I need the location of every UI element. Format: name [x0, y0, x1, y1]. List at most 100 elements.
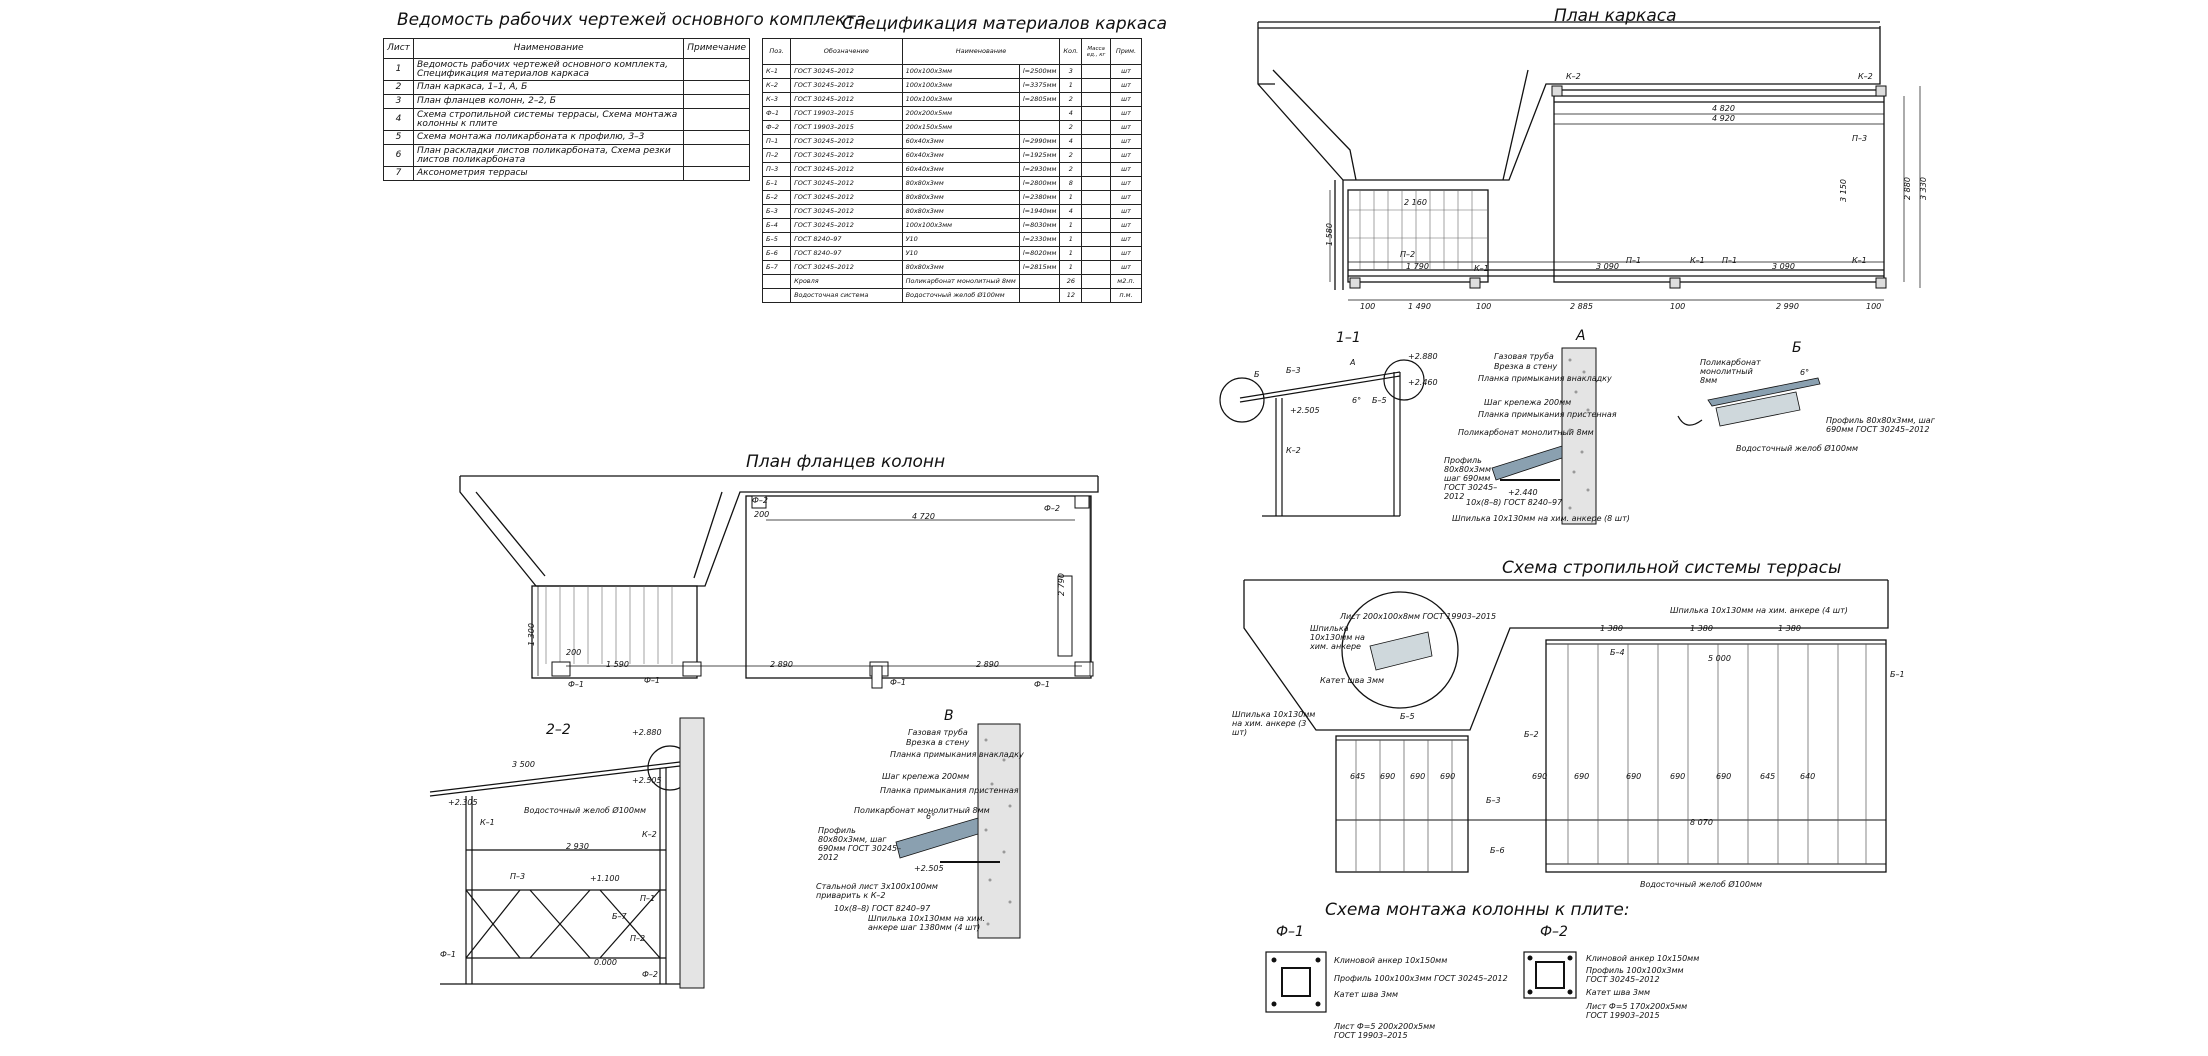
section-11-label: 1–1 — [1336, 330, 1361, 346]
spec-cell: Б–7 — [761, 260, 792, 275]
spec-cell — [1081, 134, 1112, 149]
rf-col-5: 690 — [1532, 772, 1548, 781]
spec-cell: l=3375мм — [1018, 78, 1061, 93]
fp-dim-bottom-7: 100 — [1866, 302, 1882, 311]
spec-cell: ГОСТ 30245–2012 — [790, 260, 903, 275]
spec-cell: l=2330мм — [1018, 232, 1061, 247]
col-note: Примечание — [683, 38, 750, 59]
spec-cell: 2 — [1059, 92, 1083, 107]
fp-dim-bottom-6: 2 990 — [1776, 302, 1799, 311]
spec-cell: К–3 — [761, 92, 792, 107]
spec-cell — [1081, 190, 1112, 205]
spec-cell: шт — [1110, 190, 1142, 205]
drawings-cell-name: Ведомость рабочих чертежей основного ком… — [412, 58, 685, 81]
rf-col-3: 690 — [1410, 772, 1426, 781]
drawings-cell-name: План каркаса, 1–1, А, Б — [412, 80, 685, 95]
flp-dim-5: 200 — [566, 648, 582, 657]
spec-cell — [1081, 106, 1112, 121]
s11-mark-3: +2.505 — [1290, 406, 1320, 415]
spec-cell: п.м. — [1110, 288, 1142, 303]
spec-cell: ГОСТ 30245–2012 — [790, 64, 903, 79]
f2-note-3: Катет шва 3мм — [1586, 988, 1651, 997]
dv-note-4: Шаг крепежа 200мм — [882, 772, 970, 781]
drawings-cell-n: 7 — [383, 166, 414, 181]
spec-cell: Б–4 — [761, 218, 792, 233]
dv-note-5: Планка примыкания пристенная — [880, 786, 1019, 795]
s11-mark-2: +2.460 — [1408, 378, 1438, 387]
rf-col-11: 640 — [1800, 772, 1816, 781]
spec-cell — [1081, 176, 1112, 191]
spec-cell: шт — [1110, 92, 1142, 107]
spec-cell: ГОСТ 30245–2012 — [790, 92, 903, 107]
drawings-cell-name: Аксонометрия террасы — [412, 166, 685, 181]
spec-cell — [761, 274, 792, 289]
dv-note-6: Поликарбонат монолитный 8мм — [854, 806, 990, 815]
spec-cell — [1081, 204, 1112, 219]
section-22-label: 2–2 — [546, 722, 571, 738]
fp-tag-5: К–1 — [1852, 256, 1867, 265]
spec-cell: ГОСТ 30245–2012 — [790, 148, 903, 163]
rf-col-2: 690 — [1380, 772, 1396, 781]
f1-note-1: Клиновой анкер 10х150мм — [1334, 956, 1448, 965]
spec-col-name: Наименование — [901, 38, 1061, 65]
fp-tag-9: П–3 — [1852, 134, 1868, 143]
spec-cell — [1018, 274, 1061, 289]
da-note-8: +2.440 — [1508, 488, 1538, 497]
spec-cell: Поликарбонат монолитный 8мм — [901, 274, 1020, 289]
drawings-cell-n: 3 — [383, 94, 414, 109]
spec-cell: l=2990мм — [1018, 134, 1061, 149]
dv-note-1: Газовая труба — [908, 728, 968, 737]
spec-cell: 1 — [1059, 260, 1083, 275]
s22-note-11: П–3 — [510, 872, 526, 881]
spec-cell — [1081, 232, 1112, 247]
dv-note-2: Врезка в стену — [906, 738, 970, 747]
rf-col-4: 690 — [1440, 772, 1456, 781]
spec-col-pos: Поз. — [761, 38, 792, 65]
fp-tag-1: К–2 — [1566, 72, 1581, 81]
col-name: Наименование — [412, 38, 685, 59]
spec-cell — [1081, 218, 1112, 233]
spec-cell: l=2805мм — [1018, 92, 1061, 107]
rf-note-3: Шпилька 10х130мм на хим. анкере — [1310, 624, 1365, 651]
flp-dim-8: 2 790 — [1056, 573, 1066, 596]
spec-cell: Водосточный желоб Ø100мм — [901, 288, 1020, 303]
spec-cell: У10 — [901, 246, 1020, 261]
spec-cell: Ф–1 — [761, 106, 792, 121]
drawings-cell-name: План фланцев колонн, 2–2, Б — [412, 94, 685, 109]
spec-cell: ГОСТ 30245–2012 — [790, 218, 903, 233]
fp-tag-4: К–1 — [1690, 256, 1705, 265]
spec-cell: 60х40х3мм — [901, 134, 1020, 149]
da-note-6: Поликарбонат монолитный 8мм — [1458, 428, 1594, 437]
fp-dim-mid-1: 1 790 — [1406, 262, 1429, 271]
spec-cell: шт — [1110, 64, 1142, 79]
spec-title: Спецификация материалов каркаса — [842, 14, 1168, 34]
flp-dim-6: 200 — [754, 510, 770, 519]
s11-callout-a: А — [1350, 358, 1356, 367]
rf-note-8: Б–5 — [1400, 712, 1415, 721]
spec-cell — [1081, 162, 1112, 177]
fp-dim-left-2: 1 580 — [1324, 223, 1334, 246]
spec-cell — [1081, 64, 1112, 79]
spec-cell: 12 — [1059, 288, 1083, 303]
spec-cell: Б–3 — [761, 204, 792, 219]
da-note-1: Газовая труба — [1494, 352, 1554, 361]
rf-note-12: Б–1 — [1890, 670, 1905, 679]
spec-cell: ГОСТ 30245–2012 — [790, 134, 903, 149]
fp-dim-top-1: 4 820 — [1712, 104, 1735, 113]
spec-col-code: Обозначение — [790, 38, 903, 65]
da-note-3: Планка примыкания внакладку — [1478, 374, 1612, 383]
rf-col-10: 645 — [1760, 772, 1776, 781]
dv-note-9: 10х(8–8) ГОСТ 8240–97 — [834, 904, 931, 913]
s22-note-1: 3 500 — [512, 760, 535, 769]
s22-note-16: П–1 — [640, 894, 656, 903]
dv-note-12: 6° — [926, 812, 936, 821]
